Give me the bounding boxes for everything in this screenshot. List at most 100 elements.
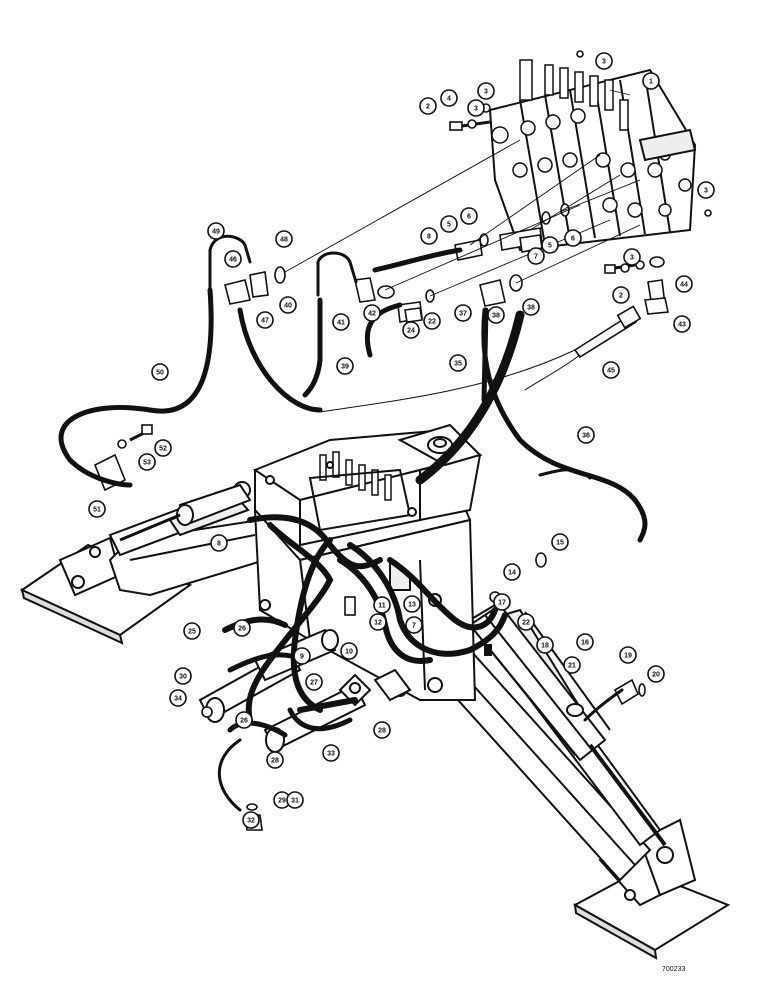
callout-number: 3 xyxy=(704,188,708,195)
callout-number: 12 xyxy=(374,620,382,627)
callout-33: 33 xyxy=(322,744,340,762)
callout-number: 13 xyxy=(408,602,416,609)
control-tower xyxy=(252,423,483,547)
callout-bubble xyxy=(541,236,559,254)
callout-7: 7 xyxy=(405,616,423,634)
fittings xyxy=(93,50,712,831)
callout-40: 40 xyxy=(279,296,297,314)
callout-number: 40 xyxy=(284,303,292,310)
callout-3: 3 xyxy=(623,248,641,266)
callout-number: 26 xyxy=(238,626,246,633)
callout-bubble xyxy=(577,426,595,444)
callout-number: 27 xyxy=(310,680,318,687)
left-swing-cylinder xyxy=(119,483,252,542)
callout-5: 5 xyxy=(440,215,458,233)
callout-13: 13 xyxy=(403,595,421,613)
callout-number: 50 xyxy=(156,370,164,377)
callout-bubble xyxy=(460,207,478,225)
callout-43: 43 xyxy=(673,315,691,333)
callout-number: 43 xyxy=(678,322,686,329)
callout-number: 47 xyxy=(261,318,269,325)
callout-bubble xyxy=(242,811,260,829)
callout-number: 3 xyxy=(630,255,634,262)
callout-34: 34 xyxy=(169,689,187,707)
callout-35: 35 xyxy=(449,354,467,372)
callout-number: 52 xyxy=(159,446,167,453)
callout-number: 32 xyxy=(247,818,255,825)
callout-number: 5 xyxy=(548,243,552,250)
callout-bubble xyxy=(595,52,613,70)
callout-number: 34 xyxy=(174,696,182,703)
callout-38: 38 xyxy=(522,298,540,316)
callout-number: 16 xyxy=(581,640,589,647)
callout-number: 3 xyxy=(474,106,478,113)
callout-number: 51 xyxy=(93,507,101,514)
callout-number: 53 xyxy=(143,460,151,467)
callout-bubble xyxy=(642,72,660,90)
callout-bubble xyxy=(623,248,641,266)
callout-number: 22 xyxy=(522,620,530,627)
callout-bubble xyxy=(369,613,387,631)
callout-14: 14 xyxy=(503,563,521,581)
callout-bubble xyxy=(138,453,156,471)
callout-number: 10 xyxy=(345,649,353,656)
callout-3: 3 xyxy=(467,99,485,117)
callout-bubble xyxy=(619,646,637,664)
callout-number: 17 xyxy=(498,600,506,607)
callout-36: 36 xyxy=(577,426,595,444)
callout-bubble xyxy=(517,613,535,631)
callout-layer: 1233333425566788791011121314151617181920… xyxy=(88,52,715,829)
callout-50: 50 xyxy=(151,363,169,381)
callout-bubble xyxy=(233,619,251,637)
callout-5: 5 xyxy=(541,236,559,254)
callout-21: 21 xyxy=(563,656,581,674)
callout-bubble xyxy=(522,298,540,316)
callout-number: 41 xyxy=(337,320,345,327)
callout-bubble xyxy=(286,791,304,809)
callout-bubble xyxy=(174,667,192,685)
callout-47: 47 xyxy=(256,311,274,329)
callout-52: 52 xyxy=(154,439,172,457)
callout-20: 20 xyxy=(647,665,665,683)
callout-number: 44 xyxy=(680,282,688,289)
callout-number: 31 xyxy=(291,798,299,805)
callout-bubble xyxy=(169,689,187,707)
callout-number: 14 xyxy=(508,570,516,577)
callout-28: 28 xyxy=(266,751,284,769)
callout-3: 3 xyxy=(697,181,715,199)
callout-bubble xyxy=(440,215,458,233)
callout-10: 10 xyxy=(340,642,358,660)
callout-number: 8 xyxy=(427,234,431,241)
callout-bubble xyxy=(675,275,693,293)
callout-bubble xyxy=(183,622,201,640)
callout-number: 15 xyxy=(556,540,564,547)
callout-number: 35 xyxy=(454,361,462,368)
callout-15: 15 xyxy=(551,533,569,551)
callout-51: 51 xyxy=(88,500,106,518)
callout-number: 26 xyxy=(240,718,248,725)
callout-bubble xyxy=(256,311,274,329)
callout-number: 36 xyxy=(582,433,590,440)
callout-bubble xyxy=(154,439,172,457)
callout-6: 6 xyxy=(564,229,582,247)
callout-bubble xyxy=(454,304,472,322)
callout-bubble xyxy=(305,673,323,691)
callout-bubble xyxy=(266,751,284,769)
callout-number: 3 xyxy=(602,59,606,66)
callout-number: 4 xyxy=(447,96,451,103)
callout-number: 38 xyxy=(492,313,500,320)
callout-number: 7 xyxy=(534,254,538,261)
callout-4: 4 xyxy=(440,89,458,107)
callout-number: 46 xyxy=(229,257,237,264)
callout-12: 12 xyxy=(369,613,387,631)
callout-number: 7 xyxy=(412,623,416,630)
callout-number: 29 xyxy=(278,798,286,805)
callout-bubble xyxy=(293,647,311,665)
callout-27: 27 xyxy=(305,673,323,691)
callout-42: 42 xyxy=(363,304,381,322)
callout-number: 5 xyxy=(447,222,451,229)
callout-number: 8 xyxy=(217,541,221,548)
callout-bubble xyxy=(373,721,391,739)
